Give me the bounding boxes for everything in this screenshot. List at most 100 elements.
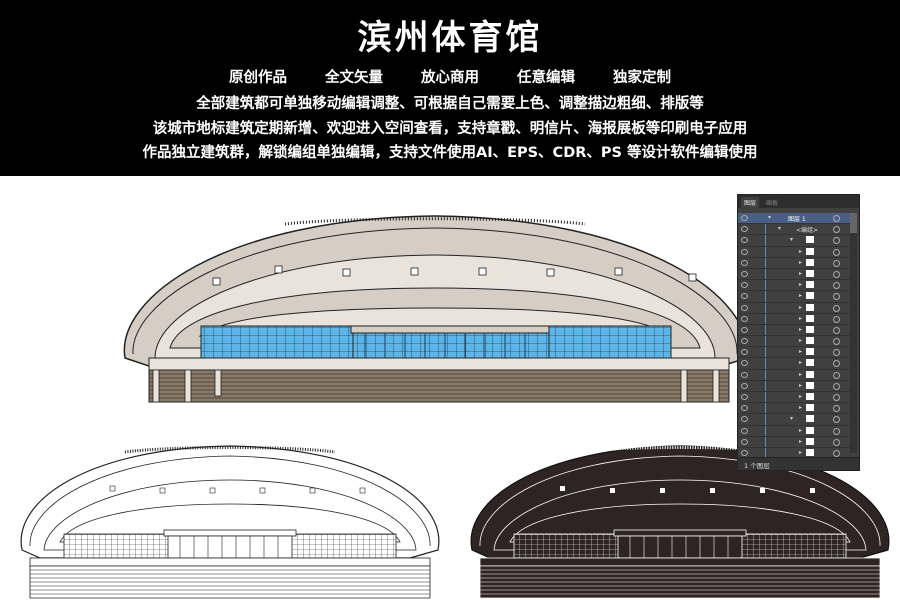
eye-icon[interactable]	[741, 293, 748, 300]
chevron-right-icon[interactable]: ▸	[799, 370, 803, 378]
eye-icon[interactable]	[741, 304, 748, 311]
layer-row[interactable]: ▸	[738, 347, 850, 359]
eye-icon[interactable]	[741, 405, 748, 412]
layer-row[interactable]: ▾ <编组>	[738, 224, 850, 236]
chevron-right-icon[interactable]: ▸	[799, 348, 803, 356]
layers-panel[interactable]: 图层 画板 ▾ 图层 1 ▾ <编组> ▾ ▸ ▸ ▸ ▸ ▸ ▸ ▸ ▸ ▸ …	[737, 194, 860, 471]
layer-row[interactable]: ▸	[738, 403, 850, 415]
layer-row[interactable]: ▸	[738, 437, 850, 448]
layer-row[interactable]: ▸	[738, 381, 850, 392]
layer-row[interactable]: ▸	[738, 269, 850, 281]
eye-icon[interactable]	[741, 226, 748, 233]
target-icon[interactable]	[833, 270, 840, 278]
eye-icon[interactable]	[741, 416, 748, 423]
target-icon[interactable]	[833, 338, 840, 346]
layer-row[interactable]: ▸	[738, 303, 850, 314]
layer-count: 1 个图层	[744, 462, 770, 470]
layer-row[interactable]: ▸	[738, 325, 850, 337]
eye-icon[interactable]	[741, 382, 748, 389]
eye-icon[interactable]	[741, 438, 748, 445]
scrollbar-thumb[interactable]	[850, 213, 857, 233]
eye-icon[interactable]	[741, 248, 748, 255]
target-icon[interactable]	[833, 382, 840, 390]
chevron-down-icon[interactable]: ▾	[768, 214, 772, 221]
target-icon[interactable]	[833, 326, 840, 334]
layer-row[interactable]: ▸	[738, 336, 850, 348]
eye-icon[interactable]	[741, 371, 748, 378]
layer-row[interactable]: ▸	[738, 247, 850, 258]
chevron-right-icon[interactable]: ▸	[799, 359, 803, 367]
tab-layers[interactable]: 图层	[741, 197, 760, 208]
eye-icon[interactable]	[741, 349, 748, 356]
target-icon[interactable]	[833, 304, 840, 312]
chevron-right-icon[interactable]: ▸	[799, 292, 803, 300]
chevron-down-icon[interactable]: ▾	[778, 225, 782, 233]
chevron-right-icon[interactable]: ▸	[799, 448, 803, 456]
eye-icon[interactable]	[741, 394, 748, 400]
eye-icon[interactable]	[741, 338, 748, 345]
description-line: 作品独立建筑群，解锁编组单独编辑，支持文件使用AI、EPS、CDR、PS 等设计…	[142, 145, 758, 161]
feature-item: 全文矢量	[325, 70, 383, 86]
target-icon[interactable]	[833, 237, 840, 245]
layer-row[interactable]: ▸	[738, 314, 850, 325]
target-icon[interactable]	[833, 282, 840, 290]
eye-icon[interactable]	[741, 326, 748, 333]
target-icon[interactable]	[833, 360, 840, 368]
layer-row[interactable]: ▸	[738, 392, 850, 404]
eye-icon[interactable]	[741, 315, 748, 322]
layer-list: ▾ 图层 1 ▾ <编组> ▾ ▸ ▸ ▸ ▸ ▸ ▸ ▸ ▸ ▸ ▸ ▸ ▸ …	[738, 213, 850, 460]
layer-thumbnail	[806, 325, 814, 333]
layer-row[interactable]: ▾ 图层 1	[738, 213, 850, 225]
chevron-right-icon[interactable]: ▸	[799, 404, 803, 412]
chevron-right-icon[interactable]: ▸	[799, 269, 803, 277]
eye-icon[interactable]	[741, 282, 748, 289]
layer-row[interactable]: ▾	[738, 414, 850, 426]
target-icon[interactable]	[833, 248, 840, 256]
layer-thumbnail	[806, 314, 814, 322]
eye-icon[interactable]	[741, 449, 748, 456]
target-icon[interactable]	[833, 293, 840, 301]
chevron-right-icon[interactable]: ▸	[799, 258, 803, 266]
chevron-right-icon[interactable]: ▸	[799, 337, 803, 345]
feature-list: 原创作品全文矢量放心商用任意编辑独家定制	[0, 66, 900, 87]
chevron-down-icon[interactable]: ▾	[790, 236, 794, 244]
chevron-right-icon[interactable]: ▸	[799, 314, 803, 322]
target-icon[interactable]	[833, 427, 840, 435]
eye-icon[interactable]	[741, 427, 748, 434]
eye-icon[interactable]	[741, 259, 748, 266]
target-icon[interactable]	[833, 226, 840, 234]
layer-row[interactable]: ▸	[738, 291, 850, 303]
layer-row[interactable]: ▸	[738, 280, 850, 292]
target-icon[interactable]	[833, 259, 840, 267]
target-icon[interactable]	[833, 315, 840, 323]
panel-scrollbar[interactable]	[850, 213, 857, 453]
target-icon[interactable]	[833, 394, 840, 401]
layer-row[interactable]: ▸	[738, 358, 850, 370]
chevron-right-icon[interactable]: ▸	[799, 303, 803, 311]
chevron-right-icon[interactable]: ▸	[799, 247, 803, 255]
target-icon[interactable]	[833, 371, 840, 379]
layer-row[interactable]: ▸	[738, 370, 850, 381]
layer-row[interactable]: ▾	[738, 235, 850, 247]
tab-artboards[interactable]: 画板	[763, 197, 782, 208]
target-icon[interactable]	[833, 215, 840, 222]
layer-row[interactable]: ▸	[738, 258, 850, 269]
target-icon[interactable]	[833, 449, 840, 457]
target-icon[interactable]	[833, 416, 840, 424]
layer-row[interactable]: ▸	[738, 426, 850, 437]
chevron-right-icon[interactable]: ▸	[799, 426, 803, 434]
eye-icon[interactable]	[741, 270, 748, 277]
chevron-right-icon[interactable]: ▸	[799, 393, 803, 400]
chevron-down-icon[interactable]: ▾	[790, 415, 794, 423]
eye-icon[interactable]	[741, 237, 748, 244]
eye-icon[interactable]	[741, 360, 748, 367]
chevron-right-icon[interactable]: ▸	[799, 437, 803, 445]
chevron-right-icon[interactable]: ▸	[799, 281, 803, 289]
target-icon[interactable]	[833, 349, 840, 357]
chevron-right-icon[interactable]: ▸	[799, 325, 803, 333]
target-icon[interactable]	[833, 405, 840, 413]
feature-item: 原创作品	[229, 70, 287, 86]
target-icon[interactable]	[833, 438, 840, 446]
eye-icon[interactable]	[741, 215, 748, 221]
chevron-right-icon[interactable]: ▸	[799, 381, 803, 389]
